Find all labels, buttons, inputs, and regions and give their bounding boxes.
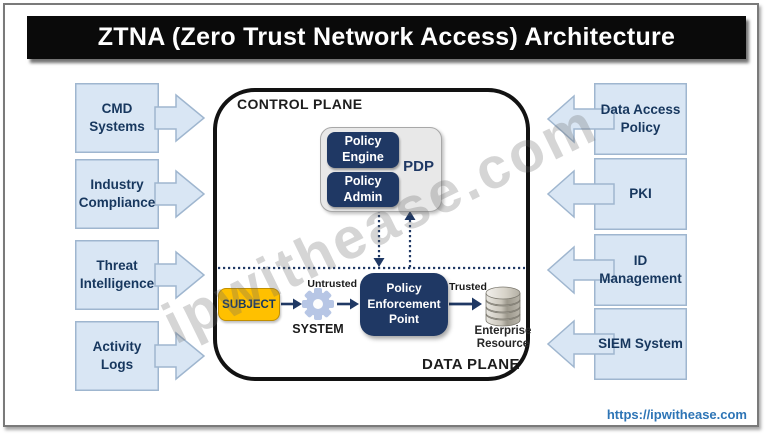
node-industry-compliance: Industry Compliance <box>75 159 205 229</box>
subject-box: SUBJECT <box>218 288 280 321</box>
pdp-label: PDP <box>403 158 434 175</box>
node-label: CMD Systems <box>89 100 145 134</box>
right-arrow-shape <box>75 83 205 153</box>
system-label: SYSTEM <box>292 322 344 336</box>
node-activity-logs: Activity Logs <box>75 321 205 391</box>
node-siem-system: SIEM System <box>546 308 687 380</box>
node-label: PKI <box>629 185 652 201</box>
left-arrow-shape <box>546 234 687 306</box>
untrusted-label: Untrusted <box>307 278 357 290</box>
control-plane-label: CONTROL PLANE <box>237 96 363 112</box>
node-label: ID Management <box>599 252 682 286</box>
policy-engine-box: Policy Engine <box>327 132 399 168</box>
node-label: SIEM System <box>598 335 683 351</box>
left-arrow-shape <box>546 308 687 380</box>
title-bar: ZTNA (Zero Trust Network Access) Archite… <box>27 16 746 59</box>
node-cmd-systems: CMD Systems <box>75 83 205 153</box>
node-threat-intelligence: Threat Intelligence <box>75 240 205 310</box>
node-label: Threat Intelligence <box>79 257 155 291</box>
right-arrow-shape <box>75 321 205 391</box>
policy-admin-box: Policy Admin <box>327 172 399 207</box>
node-id-management: ID Management <box>546 234 687 306</box>
data-plane-label: DATA PLANE <box>422 356 520 373</box>
enterprise-resource-label: Enterprise Resource <box>474 325 532 351</box>
gear-icon <box>300 286 336 322</box>
control-data-plane-container: CONTROL PLANE DATA PLANE Policy Engine <box>213 88 531 381</box>
pdp-container: Policy Engine Policy Admin PDP <box>320 127 442 212</box>
page-title: ZTNA (Zero Trust Network Access) Archite… <box>97 23 676 51</box>
left-arrow-shape <box>546 158 687 230</box>
node-label: Industry Compliance <box>78 176 156 210</box>
database-icon <box>482 285 524 327</box>
connector-lines <box>218 210 525 311</box>
right-arrow-shape <box>75 240 205 310</box>
node-label: Data Access Policy <box>600 101 681 135</box>
policy-enforcement-point-box: Policy Enforcement Point <box>360 273 448 336</box>
node-data-access-policy: Data Access Policy <box>546 83 687 155</box>
node-pki: PKI <box>546 158 687 230</box>
footer-site-link[interactable]: https://ipwithease.com <box>606 407 747 422</box>
right-arrow-shape <box>75 159 205 229</box>
left-arrow-shape <box>546 83 687 155</box>
trusted-label: Trusted <box>449 281 487 293</box>
node-label: Activity Logs <box>92 338 142 372</box>
